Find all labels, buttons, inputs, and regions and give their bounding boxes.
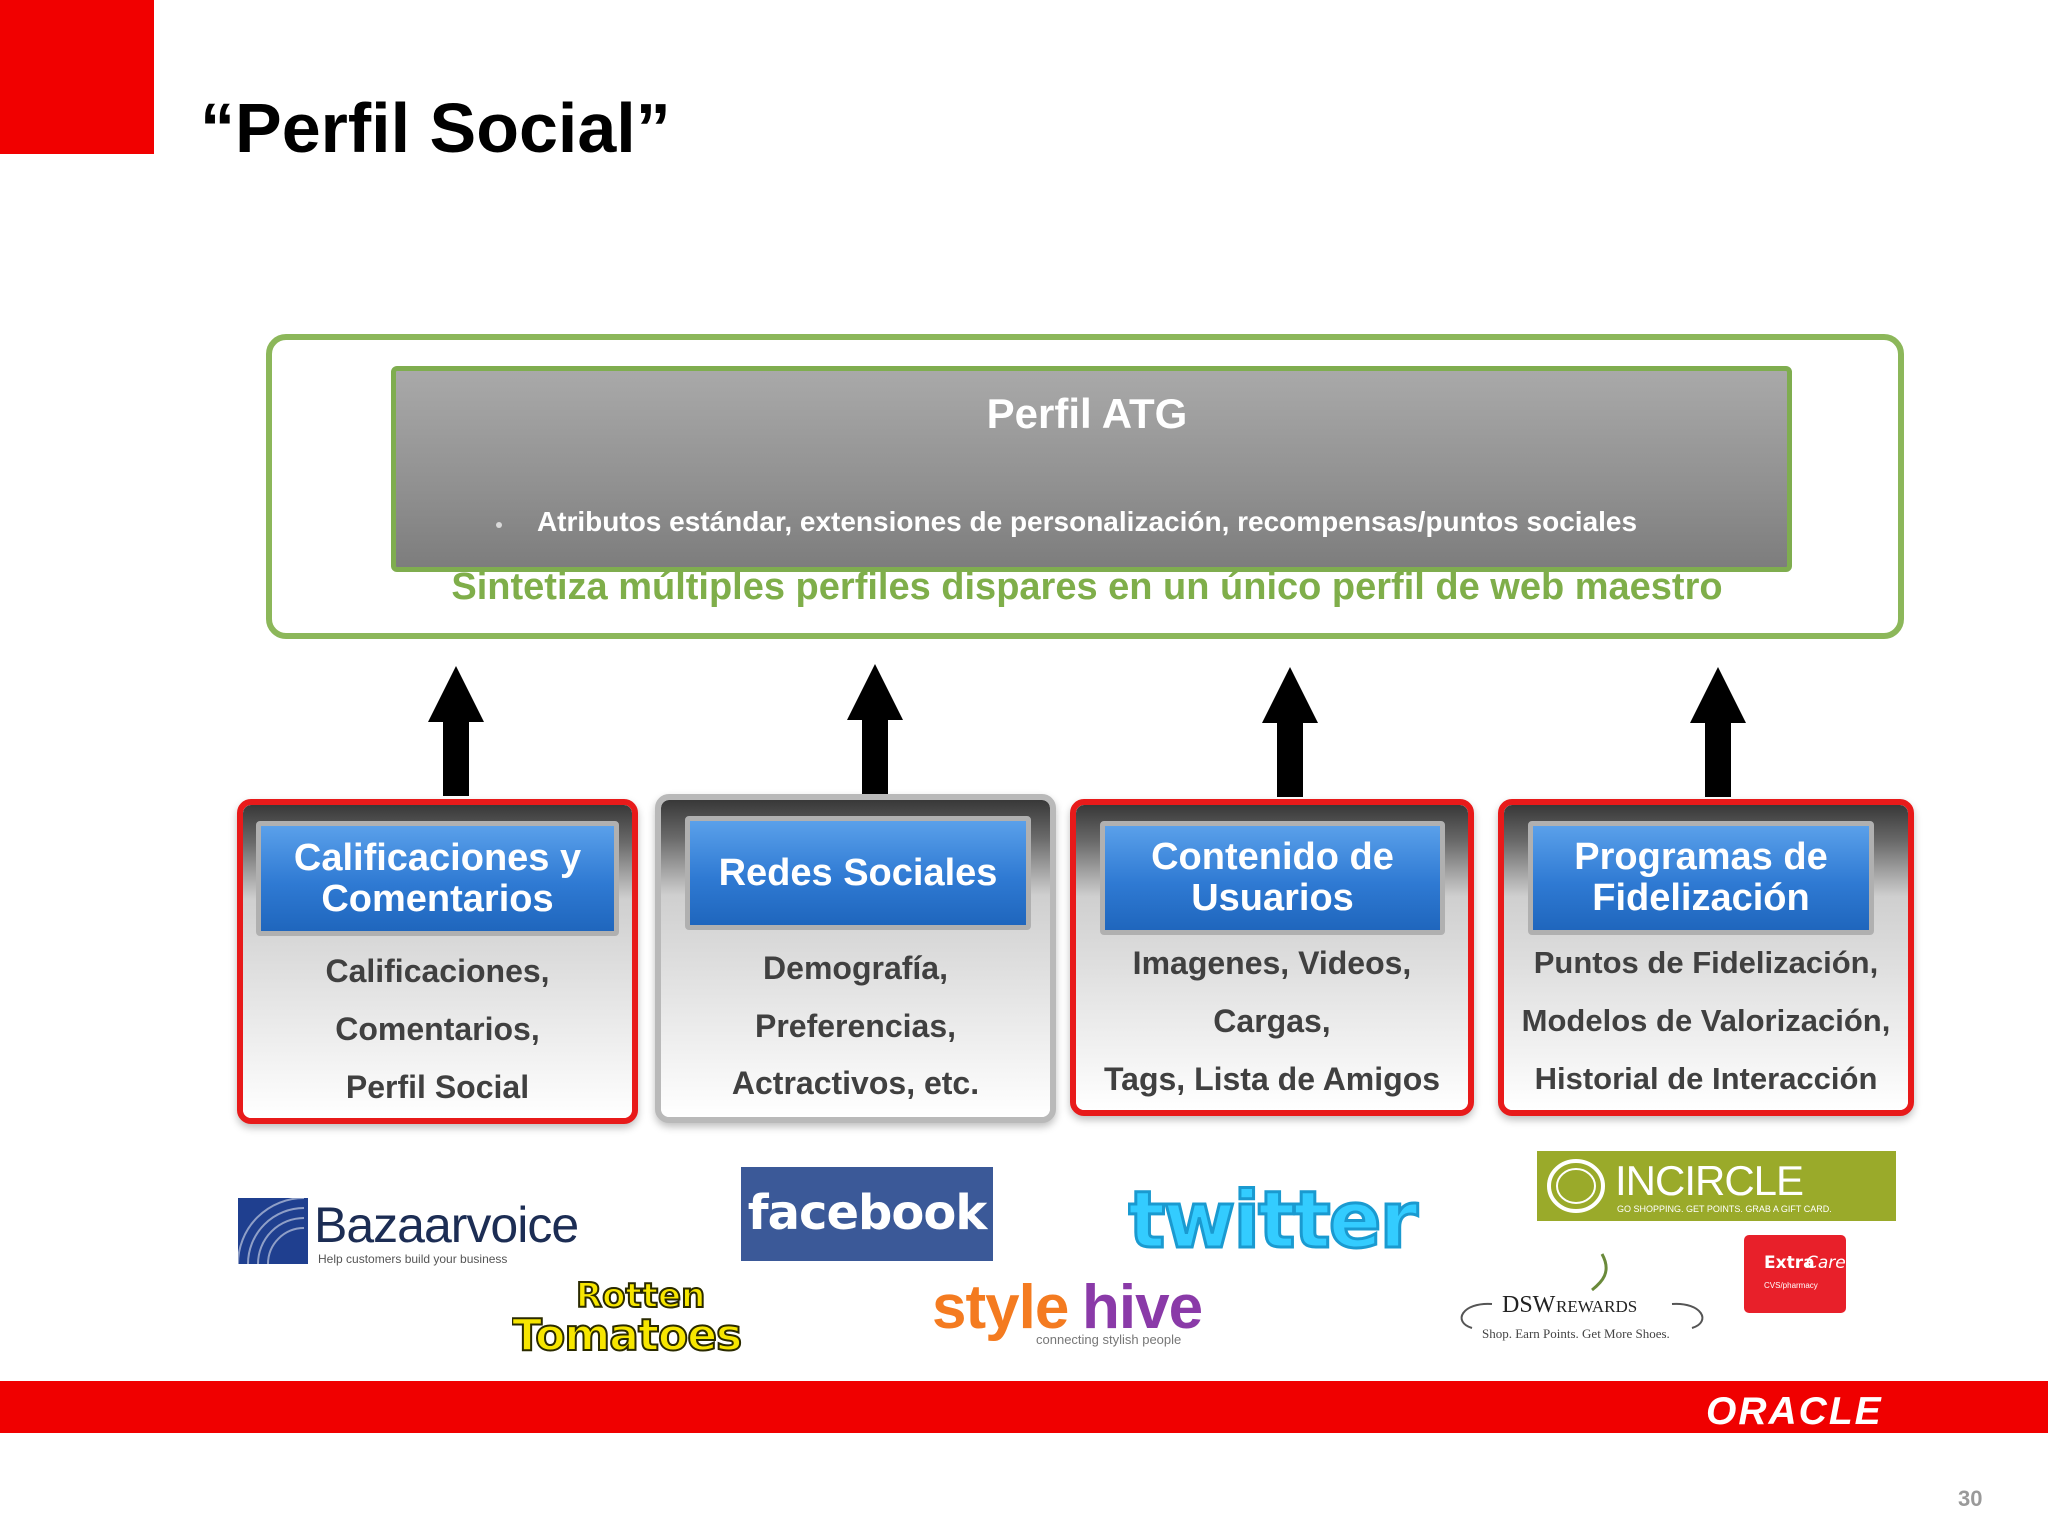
source-card-loyalty-programs: Programas de Fidelización Puntos de Fide…	[1498, 799, 1914, 1116]
oracle-logo: ORACLE	[1706, 1390, 1883, 1433]
extracare-name-part1: Extra	[1764, 1253, 1815, 1273]
rotten-tomatoes-line1: Rotten	[575, 1276, 706, 1317]
up-arrow-icon	[1262, 667, 1318, 797]
stylehive-tagline: connecting stylish people	[1036, 1332, 1182, 1347]
source-card-item: Preferencias,	[754, 1008, 956, 1044]
up-arrow-icon	[428, 666, 484, 796]
footer-bar	[0, 1381, 2048, 1433]
red-corner-block	[0, 0, 154, 154]
twitter-name: twitter	[1128, 1176, 1420, 1266]
atg-profile-title: Perfil ATG	[986, 390, 1188, 437]
incircle-logo: INCIRCLE GO SHOPPING. GET POINTS. GRAB A…	[1537, 1151, 1896, 1221]
atg-profile-box	[391, 366, 1792, 572]
up-arrow-icon	[847, 664, 903, 794]
source-card-item: Actractivos, etc.	[731, 1065, 980, 1101]
source-card-item: Cargas,	[1213, 1003, 1331, 1039]
source-card-header: Programas de Fidelización	[1528, 821, 1874, 935]
source-card-header-line: Fidelización	[1592, 877, 1810, 919]
dsw-rewards-logo: DSW REWARDS Shop. Earn Points. Get More …	[1452, 1252, 1712, 1348]
source-card-item: Imagenes, Videos,	[1132, 945, 1412, 981]
rotten-tomatoes-logo: Rotten Tomatoes	[512, 1276, 792, 1360]
incircle-ring-icon	[1547, 1159, 1605, 1213]
source-card-item: Modelos de Valorización,	[1521, 1003, 1891, 1038]
twitter-logo: twitter	[1128, 1176, 1458, 1266]
source-card-ratings: Calificaciones y Comentarios Calificacio…	[237, 799, 638, 1124]
source-card-header-line: Contenido de	[1151, 836, 1394, 878]
source-card-user-content: Contenido de Usuarios Imagenes, Videos, …	[1070, 799, 1474, 1116]
stylehive-logo: style hive connecting stylish people	[932, 1276, 1232, 1350]
dsw-name: DSW	[1502, 1292, 1556, 1318]
extracare-sub: CVS/pharmacy	[1764, 1281, 1818, 1290]
source-card-header: Redes Sociales	[685, 816, 1031, 930]
source-card-header: Contenido de Usuarios	[1100, 821, 1445, 935]
facebook-name: facebook	[747, 1185, 988, 1241]
incircle-name: INCIRCLE	[1615, 1157, 1804, 1204]
source-card-header-line: Usuarios	[1191, 877, 1354, 919]
rotten-tomatoes-line2: Tomatoes	[512, 1309, 743, 1360]
profile-tagline: Sintetiza múltiples perfiles dispares en…	[451, 566, 1723, 608]
bazaarvoice-logo: Bazaarvoice Help customers build your bu…	[238, 1196, 598, 1266]
bullet-icon	[496, 522, 502, 528]
stylehive-name-part2: hive	[1082, 1276, 1203, 1342]
atg-profile-subtitle: Atributos estándar, extensiones de perso…	[536, 506, 1638, 537]
source-card-item: Historial de Interacción	[1534, 1061, 1878, 1096]
source-card-item: Calificaciones,	[325, 953, 550, 989]
up-arrow-icon	[1690, 667, 1746, 797]
page-number: 30	[1958, 1486, 1983, 1511]
dsw-swirl-icon	[1460, 1253, 1704, 1329]
dsw-tagline: Shop. Earn Points. Get More Shoes.	[1482, 1326, 1670, 1341]
bazaarvoice-name: Bazaarvoice	[314, 1197, 579, 1253]
source-card-item: Comentarios,	[335, 1011, 540, 1047]
source-card-item: Puntos de Fidelización,	[1533, 945, 1879, 980]
dsw-suffix: REWARDS	[1556, 1297, 1638, 1316]
incircle-tagline: GO SHOPPING. GET POINTS. GRAB A GIFT CAR…	[1617, 1204, 1832, 1214]
source-card-item: Demografía,	[763, 950, 948, 986]
source-card-header-line: Comentarios	[321, 877, 554, 920]
source-card-header-line: Programas de	[1574, 836, 1828, 878]
stylehive-name-part1: style	[932, 1276, 1069, 1342]
source-card-header-line: Redes Sociales	[718, 851, 998, 894]
source-card-item: Tags, Lista de Amigos	[1103, 1061, 1441, 1097]
source-card-header: Calificaciones y Comentarios	[256, 821, 619, 936]
bazaarvoice-tagline: Help customers build your business	[318, 1252, 508, 1266]
source-card-header-line: Calificaciones y	[293, 836, 582, 879]
extracare-name-part2: Care	[1806, 1253, 1846, 1273]
bazaarvoice-mark-icon	[238, 1198, 308, 1264]
source-card-social-networks: Redes Sociales Demografía, Preferencias,…	[655, 794, 1056, 1123]
source-card-item: Perfil Social	[345, 1069, 530, 1105]
extracare-logo: Extra Care CVS/pharmacy	[1744, 1235, 1846, 1313]
facebook-logo: facebook	[741, 1167, 993, 1261]
slide-title: “Perfil Social”	[200, 89, 671, 167]
